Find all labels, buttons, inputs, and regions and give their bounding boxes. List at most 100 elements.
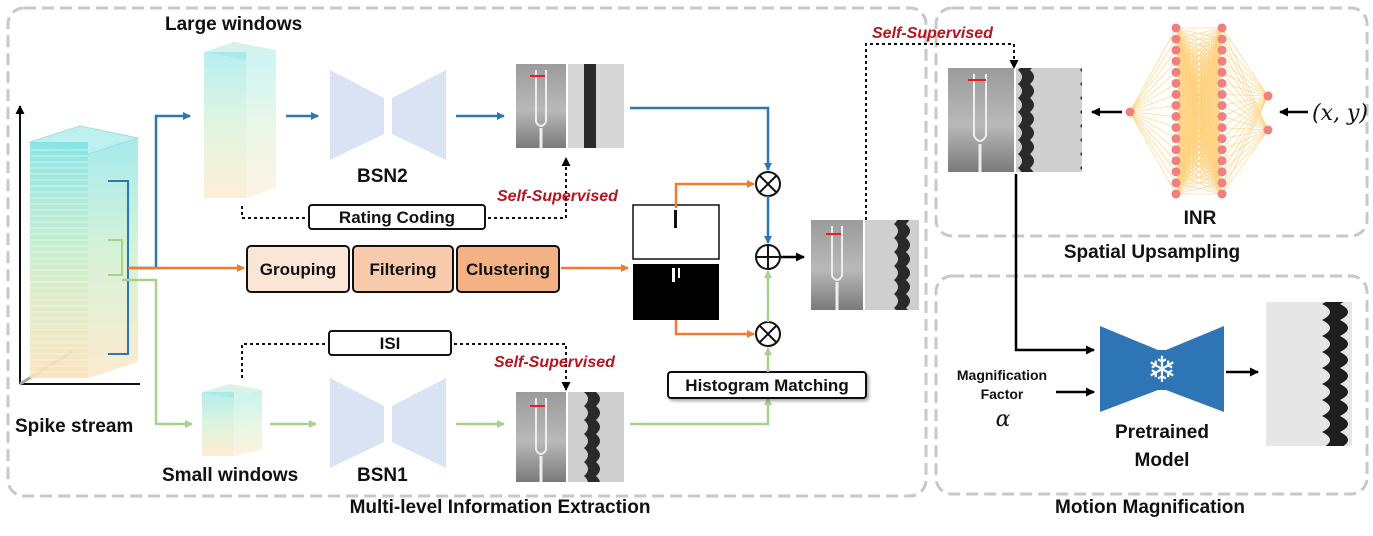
inr-node: [1171, 178, 1181, 188]
inr-edge: [1221, 95, 1269, 106]
coords-label: (x, y): [1312, 101, 1368, 126]
inr-edge: [1221, 82, 1269, 97]
inr-node: [1217, 45, 1227, 55]
inr-label: INR: [1184, 208, 1217, 229]
inr-edge: [1221, 95, 1269, 162]
inr-edge: [1175, 149, 1223, 195]
isi-box: [328, 330, 452, 356]
upsampled-output-image: [948, 68, 1082, 172]
isi-dotted-path: [241, 343, 571, 391]
multiply-operator-bottom: [755, 321, 781, 347]
histogram-matching-label: Histogram Matching: [685, 376, 848, 395]
inr-node: [1217, 178, 1227, 188]
inr-node: [1263, 91, 1273, 101]
inr-edge: [1175, 27, 1223, 128]
bsn1-label: BSN1: [357, 465, 408, 486]
inr-edge: [1175, 27, 1223, 150]
pretrained-model: [1100, 326, 1224, 412]
isi-label: ISI: [380, 334, 401, 353]
inr-edge: [1175, 138, 1223, 195]
image-to-model-arrow: [1014, 174, 1095, 355]
inr-edge: [1221, 38, 1269, 97]
inr-node: [1217, 100, 1227, 110]
bsn1-output-image: [516, 392, 624, 482]
inr-edge: [1129, 94, 1177, 113]
clustering-box: [456, 245, 560, 293]
orange-to-bottom-multiply: [674, 320, 755, 338]
fused-output-image: [811, 220, 919, 310]
inr-edge: [1129, 27, 1177, 113]
inr-edge: [1221, 95, 1269, 139]
inr-edge: [1175, 105, 1223, 195]
inr-edge: [1129, 105, 1177, 113]
clustering-label: Clustering: [466, 260, 550, 279]
upsampling-panel: [934, 6, 1369, 238]
inr-edge: [1175, 27, 1223, 73]
inr-edge: [1175, 83, 1223, 195]
green-to-histogram: [630, 397, 772, 426]
inr-edge: [1221, 95, 1269, 128]
inr-edge: [1221, 95, 1269, 173]
add-operator: [755, 244, 781, 270]
inr-edge: [1129, 38, 1177, 113]
filtering-box: [352, 245, 454, 293]
rating-coding-label: Rating Coding: [339, 208, 455, 227]
small-windows-stack: [202, 384, 262, 456]
magnification-panel: [934, 274, 1369, 496]
inr-edge: [1175, 160, 1223, 195]
extraction-panel: [6, 6, 928, 498]
inr-edge: [1175, 27, 1223, 62]
small-window-bracket: [108, 239, 123, 276]
bsn2-network: [330, 70, 446, 160]
grouping-label: Grouping: [260, 260, 336, 279]
inr-node: [1217, 89, 1227, 99]
inr-edge: [1221, 95, 1269, 150]
self-supervised-label-1: Self-Supervised: [497, 188, 619, 205]
inr-edge: [1175, 27, 1223, 84]
bsn2-label: BSN2: [357, 166, 408, 187]
filtering-label: Filtering: [369, 260, 436, 279]
inr-node: [1171, 112, 1181, 122]
snowflake-icon: ❄: [1147, 350, 1177, 391]
inr-edge: [1221, 71, 1269, 97]
magnification-title: Motion Magnification: [1055, 497, 1245, 518]
self-supervised-dotted-path: [865, 43, 1019, 220]
inr-edge: [1129, 111, 1177, 128]
inr-edge: [1221, 95, 1269, 184]
inr-edge: [1175, 27, 1223, 195]
inr-node: [1217, 189, 1227, 199]
inr-edge: [1175, 50, 1223, 195]
inr-edge: [1129, 49, 1177, 113]
inr-edge: [1221, 129, 1269, 195]
inr-node: [1217, 56, 1227, 66]
inr-network: [1125, 23, 1273, 199]
inr-edge: [1175, 61, 1223, 195]
inr-edge: [1175, 182, 1223, 195]
inr-edge: [1175, 27, 1223, 184]
blue-to-top-multiply: [630, 106, 772, 171]
inr-edge: [1129, 111, 1177, 173]
multiply-operator-top: [755, 171, 781, 197]
inr-node: [1171, 78, 1181, 88]
mask-black: [633, 264, 719, 320]
inr-edge: [1175, 27, 1223, 106]
inr-node: [1171, 189, 1181, 199]
inr-node: [1217, 34, 1227, 44]
inr-edge: [1129, 111, 1177, 151]
inr-node: [1263, 125, 1273, 135]
inr-node: [1217, 167, 1227, 177]
inr-node: [1217, 112, 1227, 122]
bsn2-output-image: [516, 64, 624, 148]
inr-edge: [1175, 38, 1223, 195]
inr-edge: [1129, 111, 1177, 140]
pretrained-model-label-line2: Model: [1135, 450, 1190, 471]
inr-node: [1217, 23, 1227, 33]
inr-edge: [1129, 60, 1177, 113]
inr-edge: [1175, 27, 1223, 40]
inr-edge: [1129, 71, 1177, 113]
inr-node: [1217, 78, 1227, 88]
inr-edge: [1175, 27, 1223, 172]
inr-edge: [1221, 60, 1269, 97]
inr-node: [1171, 67, 1181, 77]
large-windows-stack: [204, 42, 276, 198]
